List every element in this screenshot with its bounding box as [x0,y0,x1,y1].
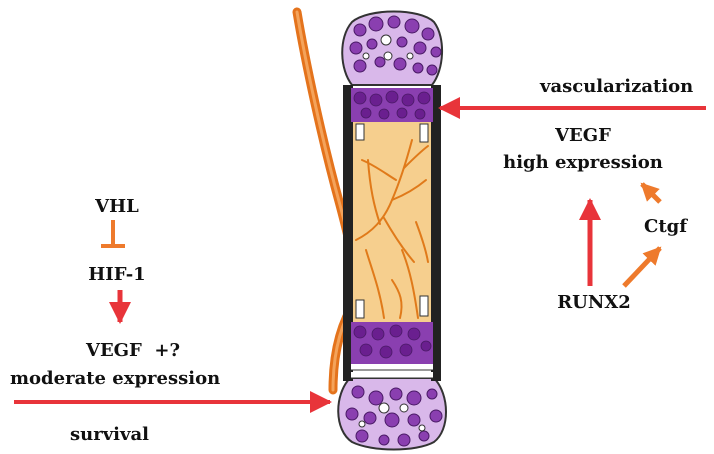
vhl-inhibits-hif1 [101,220,125,246]
runx2-to-ctgf-arrow [624,248,660,286]
bone-illustration [338,12,446,450]
vascularization-label: vascularization [540,78,693,96]
ctgf-to-vegf-arrow [642,184,660,202]
vegf-left-label: VEGF +? [86,342,180,360]
survival-label: survival [70,426,149,444]
high-expression-label: high expression [503,154,663,172]
vhl-label: VHL [95,198,139,216]
moderate-expression-label: moderate expression [10,370,220,388]
vegf-right-label: VEGF [555,127,611,145]
hif1-label: HIF-1 [88,266,145,284]
runx2-label: RUNX2 [557,294,631,312]
ctgf-label: Ctgf [644,218,687,236]
